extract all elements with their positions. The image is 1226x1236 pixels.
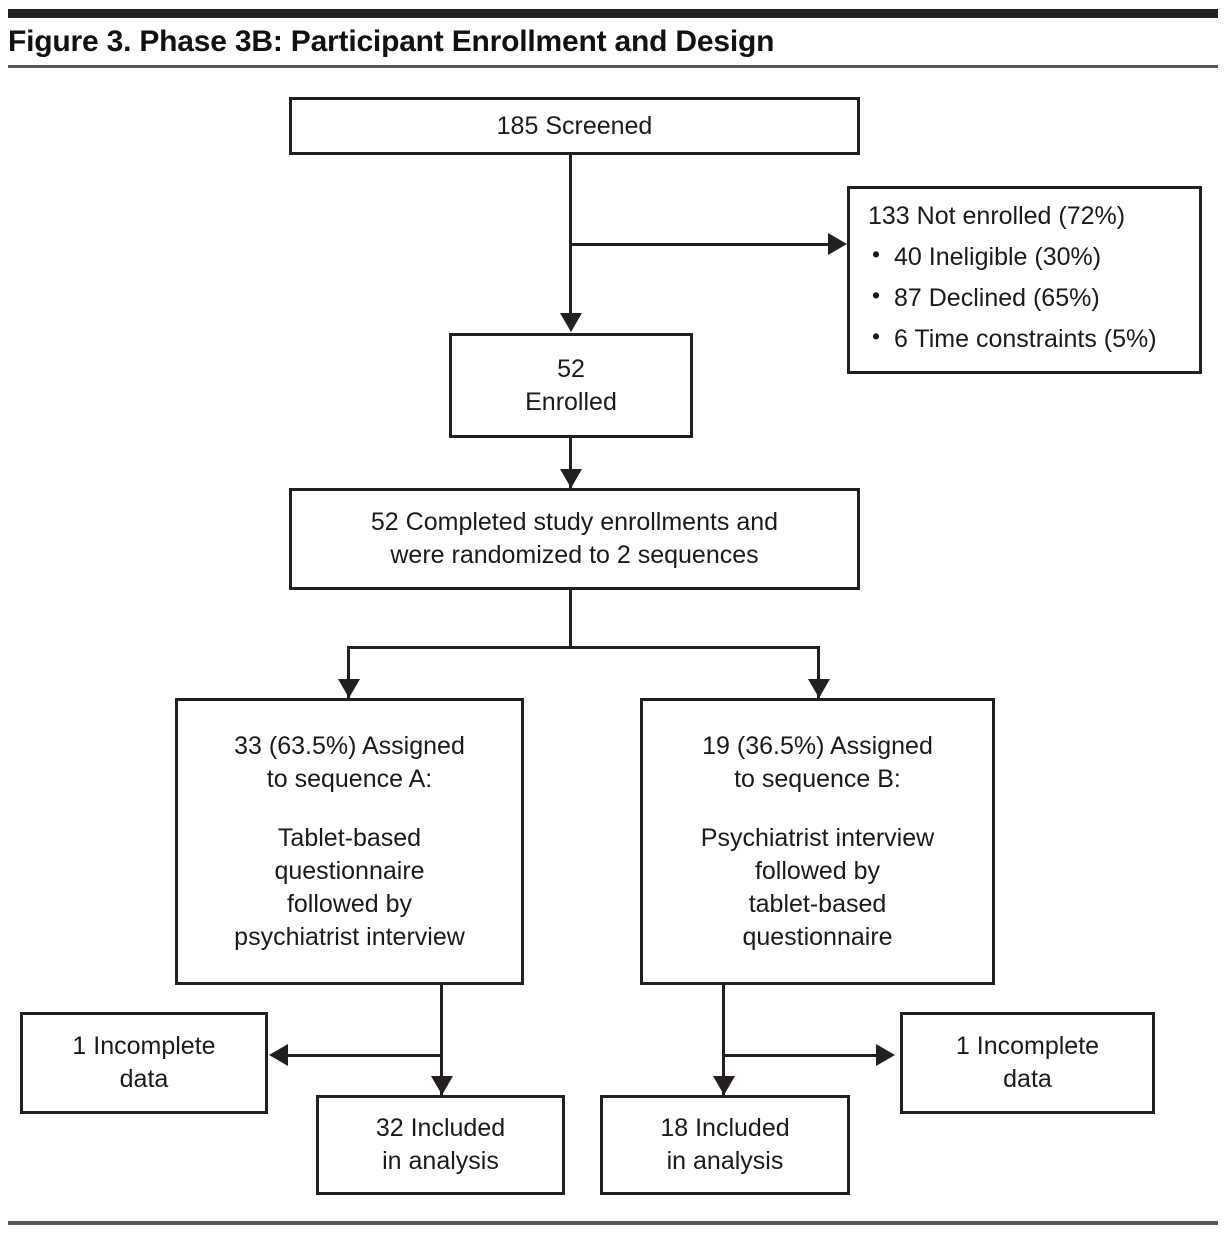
footer-rule bbox=[8, 1221, 1218, 1225]
node-screened-label: 185 Screened bbox=[496, 111, 653, 140]
arrowhead-to-not-enrolled bbox=[828, 233, 847, 255]
node-randomized-line2: were randomized to 2 sequences bbox=[390, 541, 759, 569]
node-incomplete-right[interactable]: 1 Incomplete data bbox=[900, 1012, 1155, 1114]
connector-sequence-b-stem bbox=[722, 985, 725, 1095]
header-top-rule bbox=[8, 9, 1218, 18]
node-sequence-a-line4: questionnaire bbox=[274, 856, 425, 885]
list-item: 87 Declined (65%) bbox=[868, 277, 1157, 319]
connector-sequence-b-to-incomplete bbox=[722, 1054, 878, 1057]
node-included-b-line1: 18 Included bbox=[660, 1114, 790, 1142]
node-included-a-line1: 32 Included bbox=[375, 1114, 506, 1142]
node-sequence-b[interactable]: 19 (36.5%) Assigned to sequence B: Psych… bbox=[640, 698, 995, 985]
arrowhead-to-sequence-a bbox=[338, 679, 360, 698]
node-randomized[interactable]: 52 Completed study enrollments and were … bbox=[289, 488, 860, 590]
node-included-b-line2: in analysis bbox=[666, 1147, 784, 1175]
arrowhead-to-incomplete-right bbox=[876, 1044, 895, 1066]
header-bottom-rule bbox=[8, 65, 1218, 68]
node-sequence-a-line2: to sequence A: bbox=[266, 764, 433, 793]
node-randomized-line1: 52 Completed study enrollments and bbox=[370, 508, 779, 536]
connector-bus-down-left bbox=[347, 646, 350, 698]
node-not-enrolled[interactable]: 133 Not enrolled (72%) 40 Ineligible (30… bbox=[847, 186, 1202, 374]
node-sequence-b-line3: Psychiatrist interview bbox=[700, 823, 935, 852]
node-sequence-a-line3: Tablet-based bbox=[277, 823, 422, 852]
arrowhead-to-enrolled bbox=[560, 313, 582, 332]
connector-randomized-stem bbox=[569, 590, 572, 649]
node-incomplete-right-line1: 1 Incomplete bbox=[955, 1032, 1100, 1060]
connector-sequence-a-to-incomplete bbox=[288, 1054, 442, 1057]
arrowhead-to-included-b bbox=[713, 1076, 735, 1095]
node-not-enrolled-heading: 133 Not enrolled (72%) bbox=[868, 202, 1126, 230]
arrowhead-to-incomplete-left bbox=[269, 1044, 288, 1066]
connector-screened-trunk bbox=[569, 155, 572, 315]
node-sequence-b-line2: to sequence B: bbox=[734, 764, 901, 793]
arrowhead-to-randomized bbox=[560, 469, 582, 488]
connector-enrolled-to-randomized bbox=[569, 438, 572, 488]
arrowhead-to-included-a bbox=[431, 1076, 453, 1095]
node-included-a-line2: in analysis bbox=[382, 1147, 499, 1175]
node-sequence-b-line6: questionnaire bbox=[742, 922, 893, 951]
list-item: 6 Time constraints (5%) bbox=[868, 318, 1157, 360]
connector-bus-down-right bbox=[817, 646, 820, 698]
node-sequence-a-line6: psychiatrist interview bbox=[234, 922, 465, 951]
arrowhead-to-sequence-b bbox=[808, 679, 830, 698]
node-incomplete-right-line2: data bbox=[1003, 1065, 1052, 1093]
node-sequence-a[interactable]: 33 (63.5%) Assigned to sequence A: Table… bbox=[175, 698, 524, 985]
connector-screened-to-not-enrolled bbox=[569, 243, 831, 246]
node-incomplete-left[interactable]: 1 Incomplete data bbox=[20, 1012, 268, 1114]
page-title: Figure 3. Phase 3B: Participant Enrollme… bbox=[8, 25, 775, 58]
node-enrolled[interactable]: 52 Enrolled bbox=[449, 333, 693, 438]
node-screened[interactable]: 185 Screened bbox=[289, 97, 860, 155]
node-incomplete-left-line2: data bbox=[119, 1065, 169, 1093]
connector-sequence-a-stem bbox=[440, 985, 443, 1095]
node-included-a[interactable]: 32 Included in analysis bbox=[316, 1095, 565, 1195]
node-enrolled-label: Enrolled bbox=[525, 387, 617, 416]
node-sequence-b-line1: 19 (36.5%) Assigned bbox=[702, 731, 933, 760]
node-sequence-a-line1: 33 (63.5%) Assigned bbox=[234, 731, 465, 760]
node-enrolled-count: 52 bbox=[557, 354, 585, 383]
not-enrolled-reason-list: 40 Ineligible (30%) 87 Declined (65%) 6 … bbox=[868, 236, 1157, 360]
node-included-b[interactable]: 18 Included in analysis bbox=[600, 1095, 850, 1195]
node-sequence-b-line4: followed by bbox=[754, 856, 881, 885]
node-sequence-a-line5: followed by bbox=[286, 889, 413, 918]
list-item: 40 Ineligible (30%) bbox=[868, 236, 1157, 278]
node-incomplete-left-line1: 1 Incomplete bbox=[72, 1032, 216, 1060]
node-sequence-b-line5: tablet-based bbox=[748, 889, 887, 918]
connector-randomized-bus bbox=[347, 646, 820, 649]
